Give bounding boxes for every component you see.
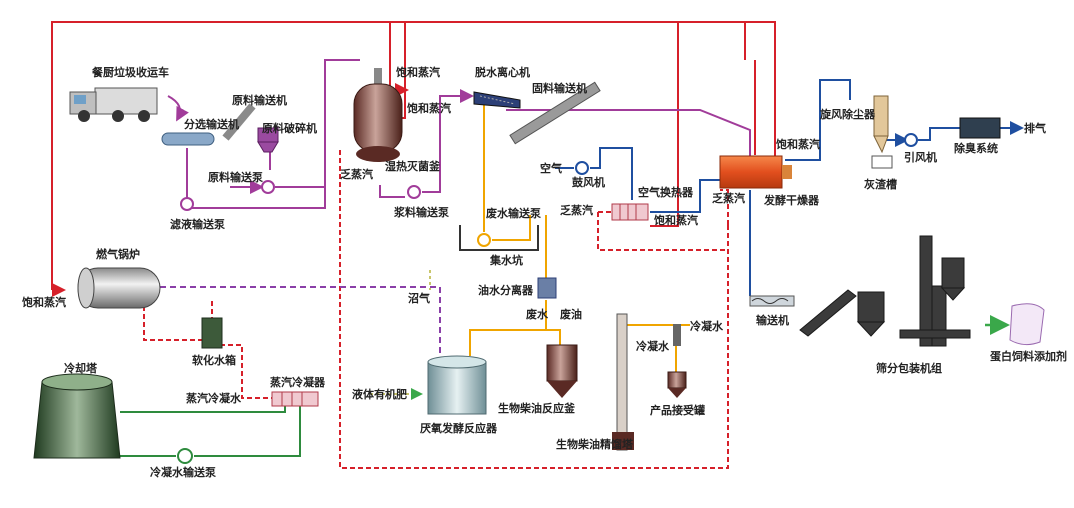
label-condensate-a: 冷凝水 [690,319,724,333]
fermentation-dryer [719,155,792,189]
condensate-pump-icon [177,448,193,464]
labels: 餐厨垃圾收运车 分选输送机 原料输送机 原料破碎机 原料输送泵 滤液输送泵 饱和… [22,65,1067,479]
label-solid-conveyor: 固料输送机 [532,81,587,95]
blower-icon [575,161,589,175]
label-product-tank: 产品接受罐 [650,403,705,417]
waste-water-dashed [370,270,431,400]
label-dryer: 发酵干燥器 [763,193,820,207]
raw-conveyor [222,103,256,141]
centrifuge [473,91,521,109]
label-condensate-pump: 冷凝水输送泵 [150,465,216,479]
label-conveyor: 输送机 [756,313,789,327]
label-ash-tank: 灰渣槽 [864,177,897,191]
label-condensate-b: 冷凝水 [636,339,670,353]
waste-water-pump-icon [477,233,491,247]
fan-icon [904,133,918,147]
label-air-heat-exchanger: 空气换热器 [638,185,694,199]
sort-conveyor [161,132,215,146]
product-receiving-tank [667,371,687,398]
label-cyclone: 旋风除尘器 [819,107,876,121]
cyclone [871,95,893,169]
label-crusher: 原料破碎机 [262,121,317,135]
label-raw-pump: 原料输送泵 [208,170,263,184]
gas-boiler [77,267,161,309]
label-sat-steam-b: 饱和蒸汽 [407,101,451,115]
label-fan: 引风机 [904,150,937,164]
label-sterilizer: 湿热灭菌釜 [385,159,441,173]
oil-water-separator [537,277,557,299]
label-sump: 集水坑 [489,253,523,267]
label-sort-conveyor: 分选输送机 [184,117,239,131]
label-packing-unit: 筛分包装机组 [876,361,942,375]
waste-water-lines [469,100,690,372]
cooling-tower [33,373,121,459]
steam-condenser [271,391,319,407]
biodiesel-reactor [546,344,578,398]
pump [180,180,421,211]
label-spent-steam-b: 乏蒸汽 [560,203,593,217]
label-anaerobic-reactor: 厌氧发酵反应器 [420,421,498,435]
label-oil-water-separator: 油水分离器 [478,283,534,297]
sterilizer [353,68,403,162]
label-waste-water-pump: 废水输送泵 [486,206,541,220]
label-raw-conveyor: 原料输送机 [232,93,287,107]
label-sat-steam-a: 饱和蒸汽 [396,65,440,79]
anaerobic-reactor [427,355,487,415]
label-spent-steam-c: 乏蒸汽 [712,191,745,205]
label-spent-steam-a: 乏蒸汽 [340,167,373,181]
label-centrifuge: 脱水离心机 [475,65,530,79]
crusher [257,127,279,153]
packing-machine-group [799,235,971,347]
feed-lines [186,59,751,209]
sump [459,225,539,251]
solid-conveyor [509,81,601,145]
label-truck: 餐厨垃圾收运车 [91,65,169,79]
label-waste-water: 废水 [526,307,549,321]
label-deodorize: 除臭系统 [954,141,998,155]
label-cooling-tower: 冷却塔 [64,361,98,375]
label-feed-additive: 蛋白饲料添加剂 [990,349,1067,363]
label-biodiesel-reactor: 生物柴油反应釜 [498,401,576,415]
label-blower: 鼓风机 [572,175,605,189]
biogas-line [160,286,441,360]
condenser-small [673,324,681,346]
bottom-conveyor [749,295,795,307]
label-sat-steam-e: 饱和蒸汽 [22,295,66,309]
label-filtrate-pump: 滤液输送泵 [170,217,225,231]
label-slurry-pump: 浆料输送泵 [394,205,449,219]
label-biogas: 沼气 [408,291,430,305]
soft-water-tank [201,317,223,349]
deodorization-system [959,117,1001,139]
feed-additive-bag [1009,303,1045,346]
cooling-water-lines [120,400,301,457]
label-air: 空气 [540,161,562,175]
truck [69,87,158,122]
label-boiler: 燃气锅炉 [95,247,140,261]
label-liquid-fertilizer: 液体有机肥 [352,387,407,401]
label-exhaust: 排气 [1024,121,1046,135]
label-sat-steam-d: 饱和蒸汽 [776,137,820,151]
label-sat-steam-c: 饱和蒸汽 [654,213,698,227]
rectifying-tower [612,313,634,451]
label-steam-condenser: 蒸汽冷凝器 [270,375,326,389]
label-soft-water-tank: 软化水箱 [192,353,236,367]
label-waste-oil: 废油 [560,307,582,321]
saturated-steam-lines [51,21,776,297]
label-steam-condensate: 蒸汽冷凝水 [186,391,242,405]
unload-arrow [167,95,189,122]
air-heat-exchanger [611,203,649,221]
label-rectifying-tower: 生物柴油精馏塔 [556,437,634,451]
